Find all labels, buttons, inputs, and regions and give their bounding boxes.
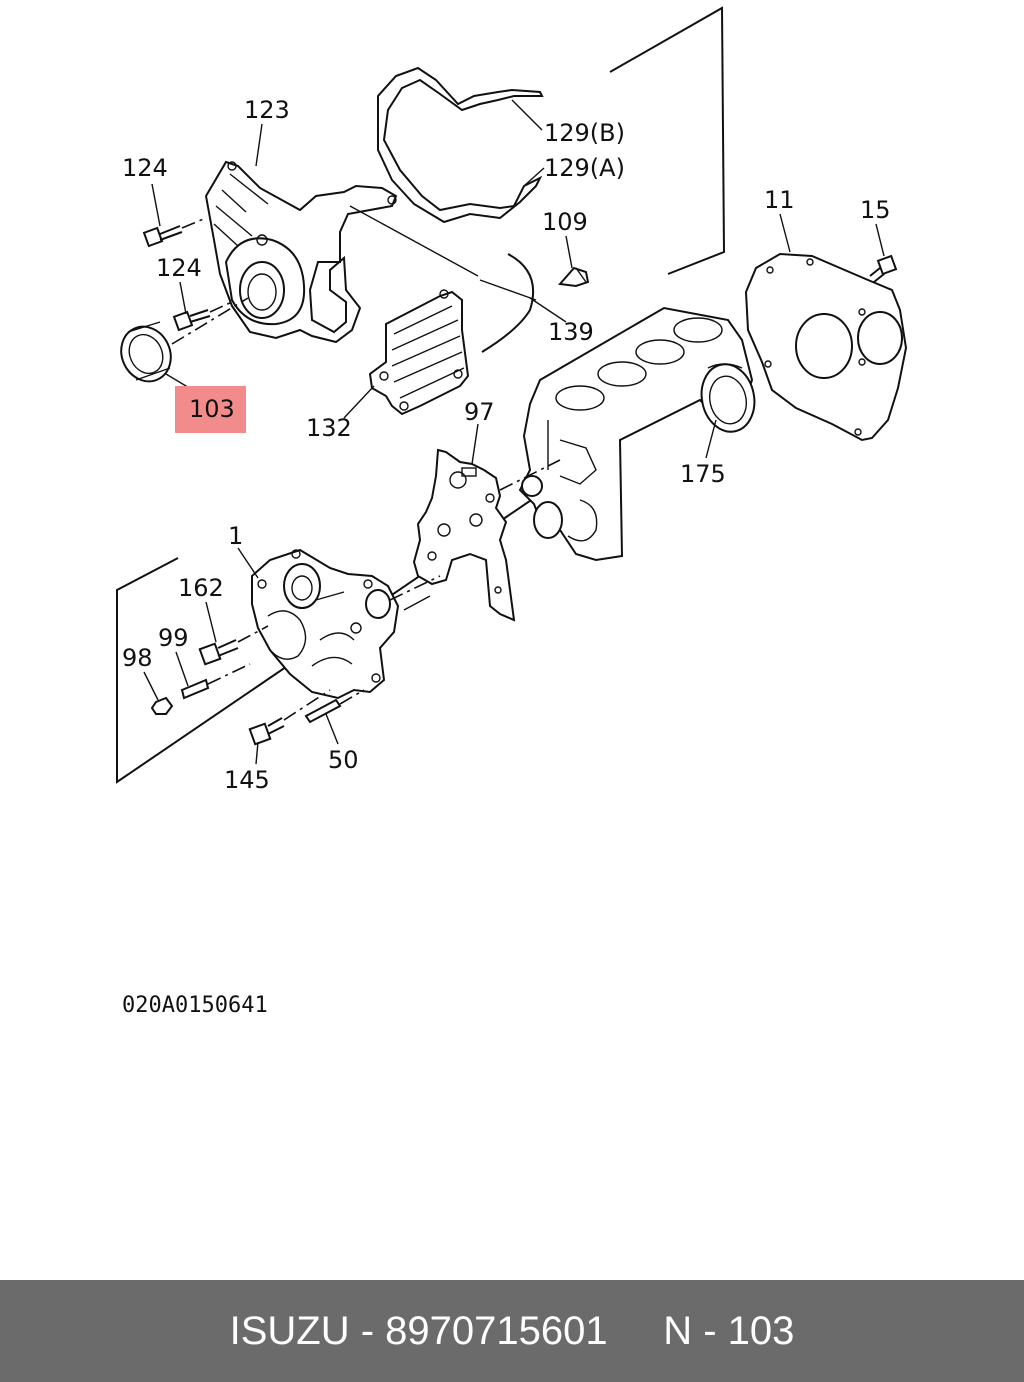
callout-129b[interactable]: 129(B): [544, 119, 625, 147]
callout-97[interactable]: 97: [464, 398, 495, 426]
callout-124-lower[interactable]: 124: [156, 254, 202, 282]
callout-129a[interactable]: 129(A): [544, 154, 625, 182]
part-162-bolt: [198, 625, 269, 666]
guide-line-front: [389, 575, 441, 601]
footer-separator: -: [349, 1308, 386, 1353]
callout-145[interactable]: 145: [224, 766, 270, 794]
part-109-plug: [558, 266, 590, 288]
callout-175[interactable]: 175: [680, 460, 726, 488]
part-11-rear-plate: [744, 252, 908, 442]
callout-98[interactable]: 98: [122, 644, 153, 672]
drawing-code: 020A0150641: [122, 993, 268, 1018]
callout-99[interactable]: 99: [158, 624, 189, 652]
highlight-box-103: [175, 386, 246, 433]
part-139-wire: [481, 253, 535, 353]
part-132-lower-cover: [368, 289, 470, 416]
part-124-bolt-upper: [142, 217, 207, 248]
frame-top-right: [609, 6, 726, 275]
footer-position-label: N - 103: [663, 1308, 795, 1353]
part-99-stud: [180, 663, 251, 700]
guide-line-97: [499, 459, 561, 491]
part-98-nut: [150, 696, 174, 715]
leader-lines: [143, 99, 885, 765]
part-124-bolt-lower: [172, 301, 233, 332]
guide-line-front-lower: [403, 595, 431, 611]
part-103-oil-seal: [120, 297, 249, 383]
callout-50[interactable]: 50: [328, 746, 359, 774]
callout-139[interactable]: 139: [548, 318, 594, 346]
footer-part-number: 8970715601: [385, 1308, 608, 1353]
callout-132[interactable]: 132: [306, 414, 352, 442]
callout-11[interactable]: 11: [764, 186, 795, 214]
footer-brand: ISUZU: [229, 1308, 350, 1353]
footer-gap: [608, 1309, 664, 1354]
callout-15[interactable]: 15: [860, 196, 891, 224]
exploded-parts-diagram: 123 124 124 103 129(B) 129(A) 109 139 13…: [116, 6, 908, 1018]
part-50-stud: [304, 689, 365, 724]
guide-line-132: [349, 205, 479, 277]
part-123-timing-cover: [204, 160, 398, 344]
callout-162[interactable]: 162: [178, 574, 224, 602]
engine-block: [518, 306, 754, 562]
callout-103[interactable]: 103: [189, 395, 235, 423]
part-15-bolt: [869, 254, 898, 283]
callout-124-upper[interactable]: 124: [122, 154, 168, 182]
part-175-rear-seal: [700, 363, 756, 433]
callout-1[interactable]: 1: [228, 522, 243, 550]
callout-123[interactable]: 123: [244, 96, 290, 124]
guide-line-139: [479, 279, 537, 301]
footer-bar: ISUZU - 8970715601 N - 103: [0, 1280, 1024, 1382]
part-145-bolt: [248, 689, 331, 746]
callout-109[interactable]: 109: [542, 208, 588, 236]
part-1-front-case: [251, 548, 400, 700]
part-97-gasket: [412, 448, 516, 622]
part-129-gaskets: [377, 66, 544, 224]
